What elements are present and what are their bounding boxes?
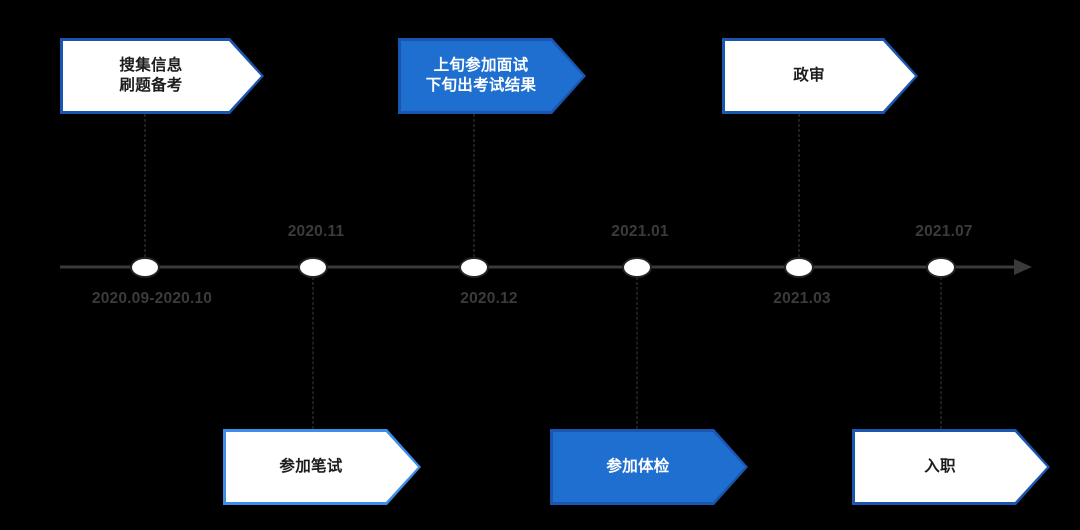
card-face: 参加笔试 — [226, 432, 418, 502]
milestone-label: 搜集信息 刷题备考 — [119, 56, 183, 94]
date-label-m5: 2021.03 — [773, 290, 831, 307]
milestone-card-m3[interactable]: 上旬参加面试 下旬出考试结果 — [398, 38, 586, 114]
connector-m5 — [798, 114, 800, 257]
connector-m1 — [144, 114, 146, 257]
timeline-dot-m6[interactable] — [926, 256, 956, 278]
card-face: 参加体检 — [553, 432, 745, 502]
date-label-m4: 2021.01 — [611, 223, 669, 240]
timeline-dot-m1[interactable] — [130, 256, 160, 278]
timeline-dot-m3[interactable] — [459, 256, 489, 278]
connector-m3 — [473, 114, 475, 257]
milestone-label: 政审 — [793, 66, 825, 84]
timeline-dot-m4[interactable] — [622, 256, 652, 278]
milestone-card-m4[interactable]: 参加体检 — [550, 429, 748, 505]
date-label-m6: 2021.07 — [915, 223, 973, 240]
date-label-m3: 2020.12 — [460, 290, 518, 307]
timeline-dot-m5[interactable] — [784, 256, 814, 278]
milestone-card-m2[interactable]: 参加笔试 — [223, 429, 421, 505]
milestone-label: 参加体检 — [606, 457, 670, 475]
milestone-label: 上旬参加面试 下旬出考试结果 — [425, 56, 537, 94]
connector-m4 — [636, 277, 638, 429]
milestone-card-m5[interactable]: 政审 — [722, 38, 918, 114]
timeline-dot-m2[interactable] — [298, 256, 328, 278]
milestone-label: 入职 — [924, 457, 956, 475]
card-face: 入职 — [855, 432, 1047, 502]
card-face: 政审 — [725, 41, 915, 111]
milestone-label: 参加笔试 — [279, 457, 343, 475]
connector-m2 — [312, 277, 314, 429]
axis-arrow-icon — [1014, 259, 1032, 275]
connector-m6 — [940, 277, 942, 429]
card-face: 上旬参加面试 下旬出考试结果 — [401, 41, 583, 111]
date-label-m1: 2020.09-2020.10 — [91, 290, 213, 307]
milestone-card-m6[interactable]: 入职 — [852, 429, 1050, 505]
card-face: 搜集信息 刷题备考 — [63, 41, 261, 111]
milestone-card-m1[interactable]: 搜集信息 刷题备考 — [60, 38, 264, 114]
date-label-m2: 2020.11 — [287, 223, 345, 240]
